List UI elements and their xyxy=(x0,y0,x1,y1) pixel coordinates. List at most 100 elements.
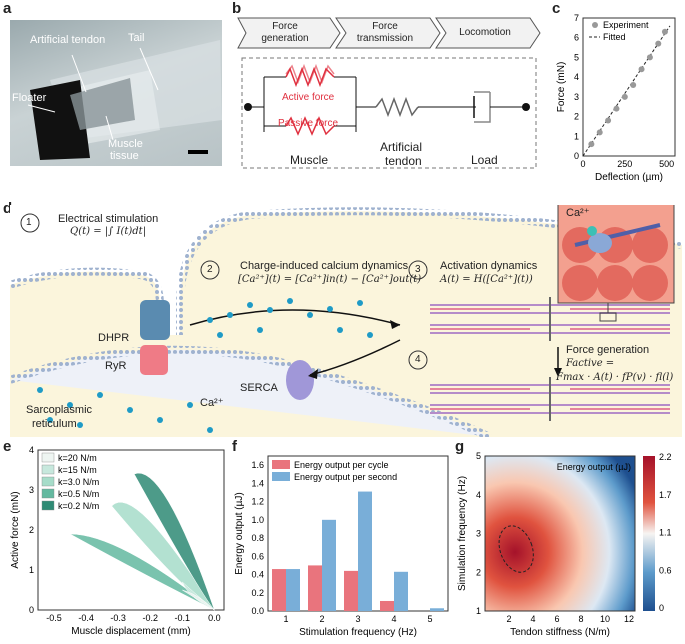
step-number-2: 2 xyxy=(207,264,213,275)
label-activation: Activation dynamics xyxy=(440,260,538,272)
y-tick-label: 1.6 xyxy=(251,460,264,470)
legend-label: k=0.5 N/m xyxy=(58,489,99,499)
bar xyxy=(344,570,358,611)
diagram-calcium-dynamics xyxy=(10,205,682,437)
label-ca-inset: Ca²⁺ xyxy=(566,207,590,219)
eq-force-1: Factive = xyxy=(566,358,615,369)
panel-label-b: b xyxy=(232,0,242,17)
legend-swatch xyxy=(272,472,290,481)
y-tick-label: 3 xyxy=(574,92,579,102)
label-electrical-stimulation: Electrical stimulation xyxy=(58,213,159,225)
x-tick-label: 5 xyxy=(427,614,432,624)
x-tick-label: 6 xyxy=(554,614,559,624)
y-tick-label: 0.0 xyxy=(251,606,264,616)
y-tick-label: 2 xyxy=(476,567,481,577)
y-tick-label: 2 xyxy=(574,112,579,122)
loop-area xyxy=(182,589,215,611)
data-point xyxy=(596,129,603,136)
y-tick-label: 6 xyxy=(574,33,579,43)
y-tick-label: 4 xyxy=(29,445,34,455)
label-floater: Floater xyxy=(12,92,47,104)
label-dhpr: DHPR xyxy=(98,332,130,344)
data-point xyxy=(655,40,662,47)
y-tick-label: 0 xyxy=(574,151,579,161)
colorbar-tick-label: 2.2 xyxy=(659,452,672,462)
label-serca: SERCA xyxy=(240,382,278,394)
x-tick-label: 10 xyxy=(600,614,610,624)
panel-label-e: e xyxy=(3,438,12,455)
data-point xyxy=(613,105,620,112)
label-calcium-dynamics: Charge-induced calcium dynamics xyxy=(240,260,409,272)
eq-calcium: [Ca²⁺](t) = [Ca²⁺]in(t) − [Ca²⁺]out(t) xyxy=(238,274,422,285)
data-point xyxy=(621,93,628,100)
label-tendon-2: tendon xyxy=(385,154,422,168)
panel-label-c: c xyxy=(552,0,561,17)
x-tick-label: 500 xyxy=(659,159,674,169)
y-tick-label: 5 xyxy=(476,451,481,461)
x-axis-label: Stimulation frequency (Hz) xyxy=(299,627,417,638)
legend-marker xyxy=(592,22,598,28)
x-tick-label: -0.2 xyxy=(142,613,158,623)
y-tick-label: 7 xyxy=(574,13,579,23)
panel-label-a: a xyxy=(3,0,12,17)
legend-swatch xyxy=(41,464,55,475)
legend-swatch xyxy=(41,476,55,487)
colorbar-tick-label: 0.6 xyxy=(659,565,672,575)
x-tick-label: 3 xyxy=(355,614,360,624)
legend-swatch xyxy=(272,460,290,469)
eq-activation: A(t) = H([Ca²⁺](t)) xyxy=(440,274,533,285)
x-axis-label: Deflection (µm) xyxy=(595,172,663,183)
label-active-force: Active force xyxy=(282,92,335,103)
data-point xyxy=(588,141,595,148)
x-axis-label: Muscle displacement (mm) xyxy=(71,626,190,637)
y-tick-label: 1.0 xyxy=(251,515,264,525)
x-tick-label: -0.5 xyxy=(46,613,62,623)
legend-swatch xyxy=(41,488,55,499)
legend-fitted: Fitted xyxy=(603,32,626,42)
panel-label-f: f xyxy=(232,438,237,455)
bar xyxy=(394,571,408,611)
legend-experiment: Experiment xyxy=(603,20,649,30)
heatmap-area xyxy=(484,455,636,612)
legend-label: Energy output per cycle xyxy=(294,460,389,470)
data-point xyxy=(630,82,637,89)
label-muscle: Muscle xyxy=(108,138,143,150)
peak-contour xyxy=(498,525,534,573)
label-tail: Tail xyxy=(128,32,145,44)
label-load: Load xyxy=(471,153,498,167)
label-ryr: RyR xyxy=(105,360,127,372)
legend-swatch xyxy=(41,500,55,511)
x-tick-label: 250 xyxy=(617,159,632,169)
bar xyxy=(380,600,394,611)
y-tick-label: 1 xyxy=(476,606,481,616)
bar xyxy=(430,608,444,611)
y-axis-label: Force (mN) xyxy=(556,62,567,113)
y-tick-label: 0 xyxy=(29,605,34,615)
y-tick-label: 5 xyxy=(574,52,579,62)
label-ca-ion: Ca²⁺ xyxy=(200,397,224,409)
bar xyxy=(308,565,322,611)
bar xyxy=(358,491,372,611)
x-tick-label: 4 xyxy=(391,614,396,624)
x-tick-label: 12 xyxy=(624,614,634,624)
step-number-4: 4 xyxy=(415,354,421,365)
legend-label: k=0.2 N/m xyxy=(58,501,99,511)
panel-label-d: d xyxy=(3,200,13,217)
x-tick-label: 0.0 xyxy=(208,613,221,623)
step-number-3: 3 xyxy=(415,264,421,275)
data-point xyxy=(638,66,645,73)
data-point xyxy=(646,54,653,61)
x-tick-label: 2 xyxy=(506,614,511,624)
x-tick-label: -0.4 xyxy=(78,613,94,623)
x-tick-label: -0.3 xyxy=(110,613,126,623)
plot-frame xyxy=(582,17,676,157)
loop-area xyxy=(133,472,215,611)
y-tick-label: 0.6 xyxy=(251,551,264,561)
colorbar-tick-label: 1.7 xyxy=(659,490,672,500)
x-tick-label: -0.1 xyxy=(175,613,191,623)
y-tick-label: 1.2 xyxy=(251,497,264,507)
